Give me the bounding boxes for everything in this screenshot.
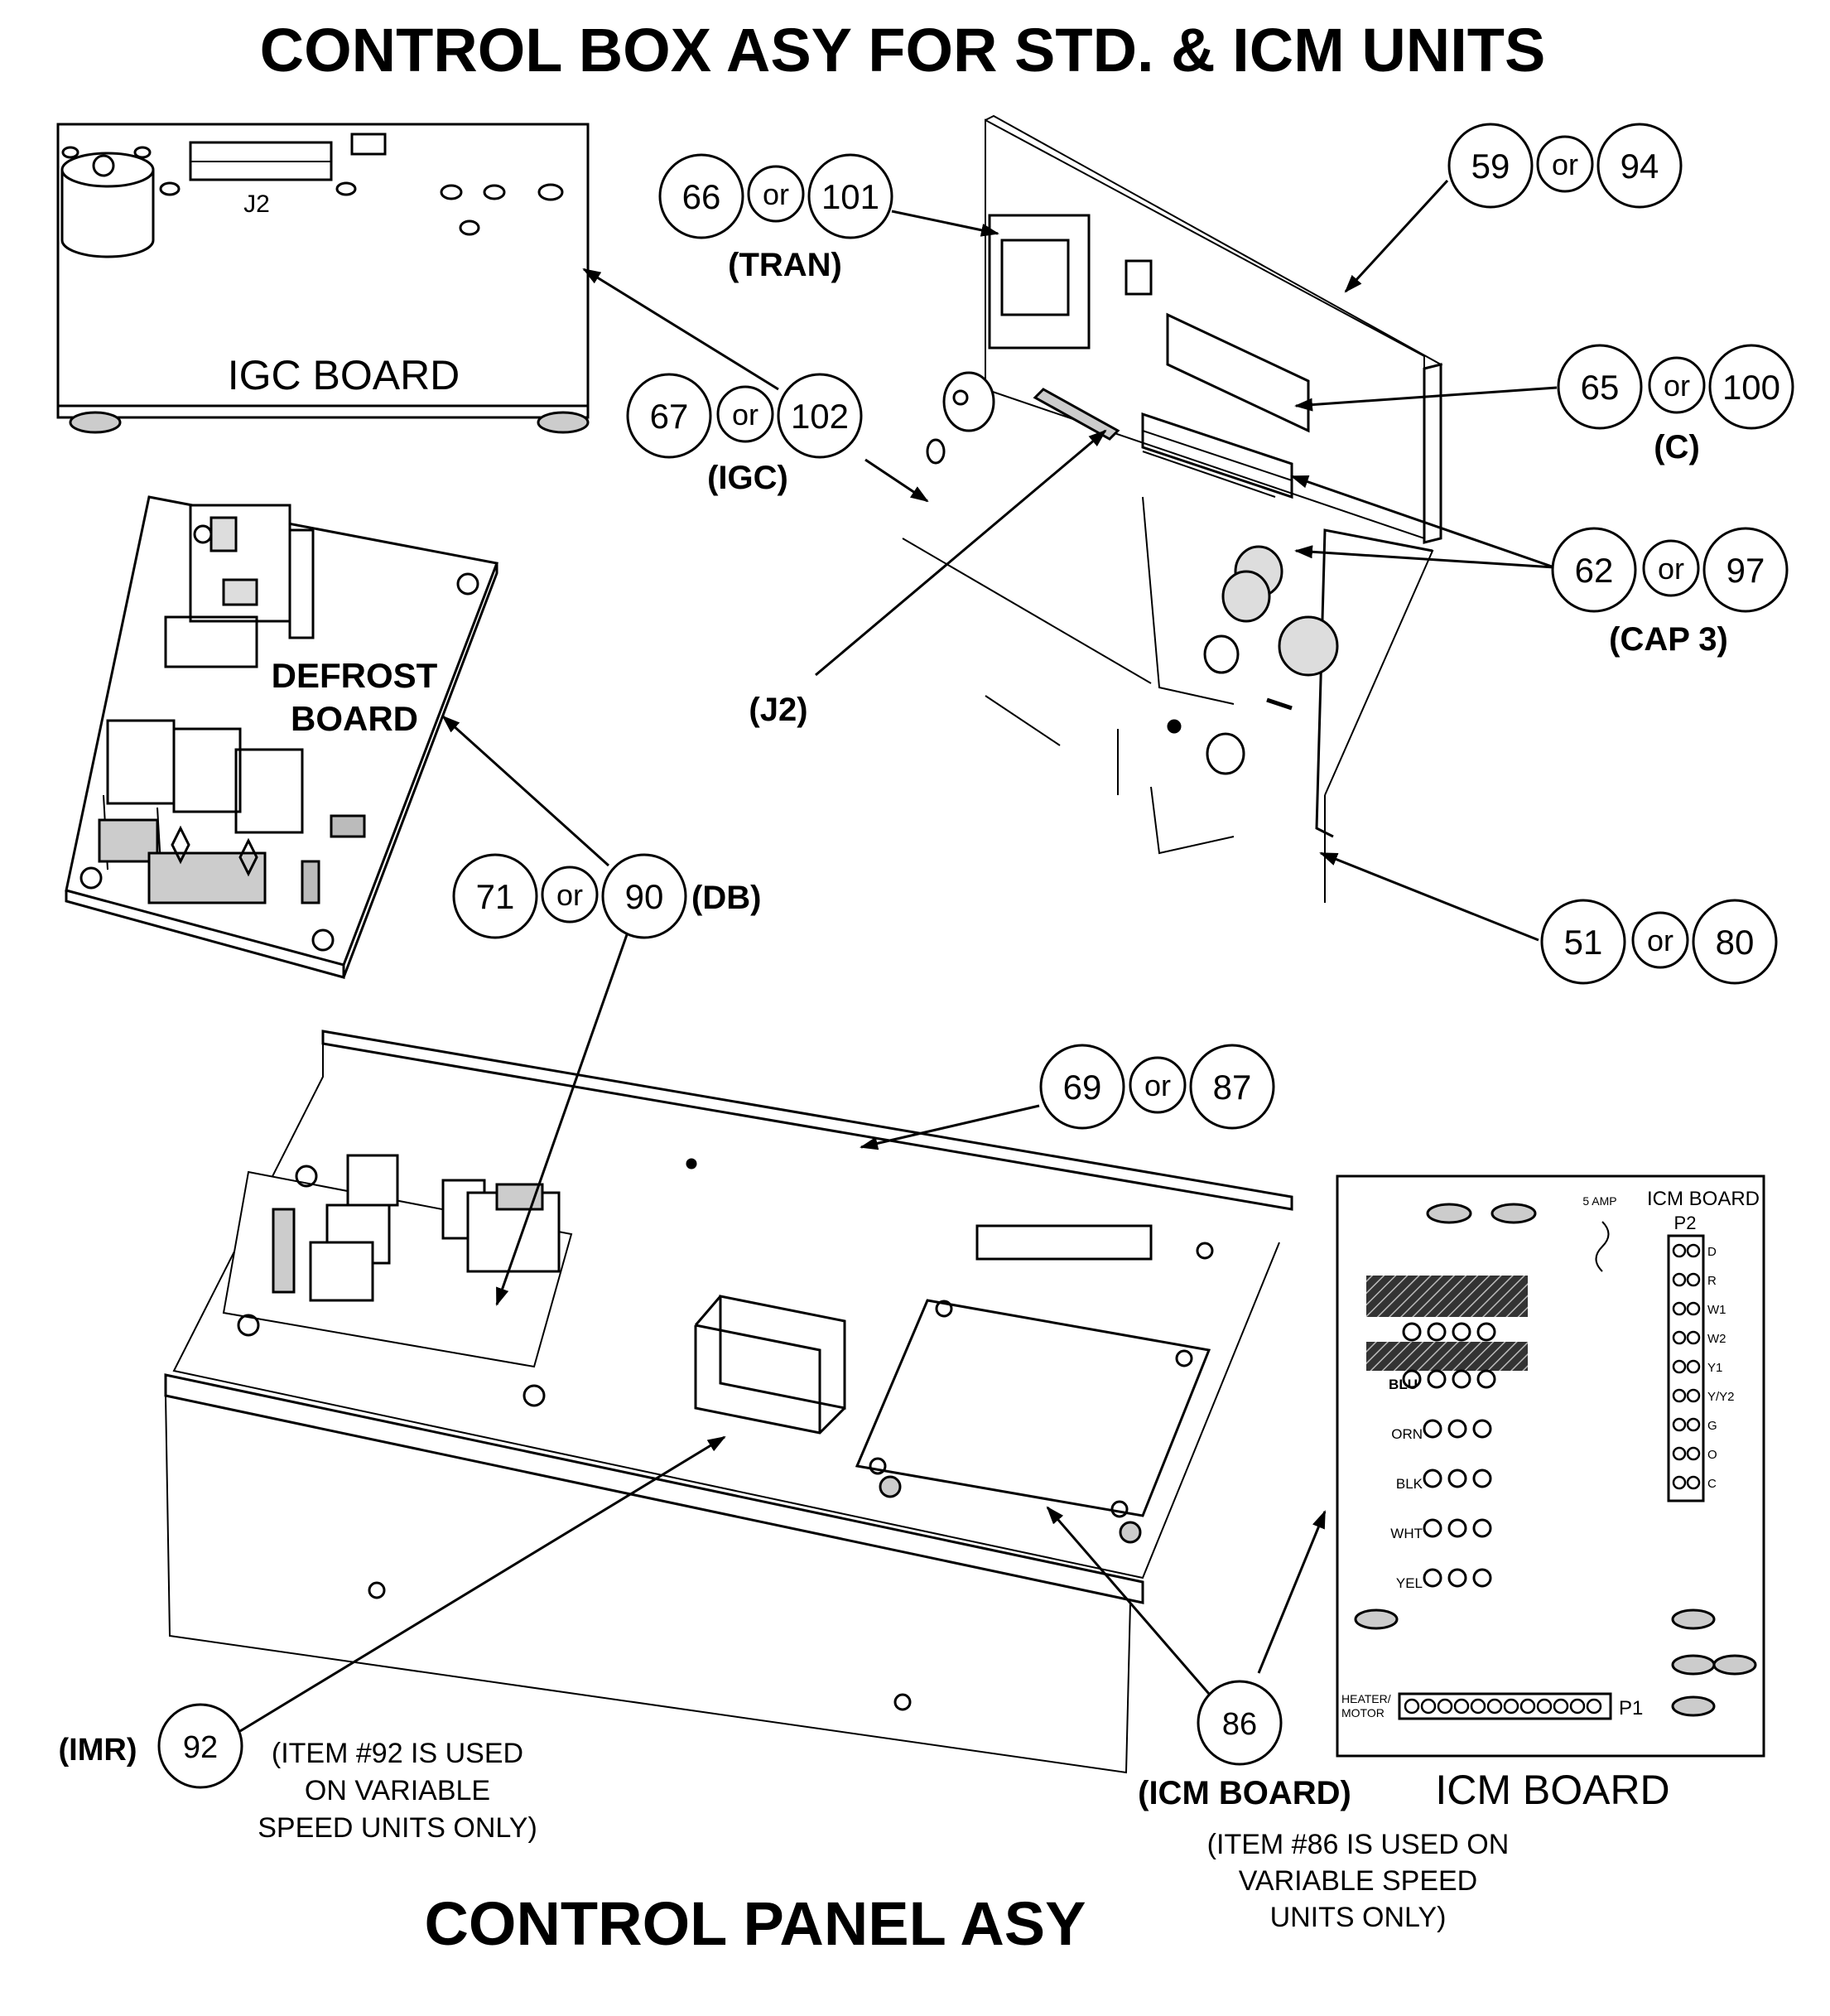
icm-terminal-label: C xyxy=(1707,1477,1717,1491)
callout-number: 100 xyxy=(1722,368,1780,407)
callout-note: (DB) xyxy=(691,880,761,916)
icm-tap-pins xyxy=(1402,1322,1496,1588)
callout-desc-2: VARIABLE SPEED xyxy=(1239,1865,1478,1897)
icm-p2-pins xyxy=(1672,1243,1701,1490)
callout-62-97: 62 or 97 (CAP 3) xyxy=(1551,527,1789,658)
icm-p1: P1 xyxy=(1619,1697,1643,1719)
icm-wire-label: YEL xyxy=(1396,1575,1423,1591)
bottom-title: CONTROL PANEL ASY xyxy=(424,1889,1086,1958)
callout-number: 90 xyxy=(625,877,664,916)
icm-wire-label: WHT xyxy=(1390,1526,1423,1541)
control-box xyxy=(902,114,1443,903)
igc-board-label: IGC BOARD xyxy=(228,352,460,398)
callout-or: or xyxy=(1664,369,1690,403)
callout-note: (TRAN) xyxy=(728,247,842,283)
callout-69-87: 69 or 87 xyxy=(1039,1044,1275,1130)
callout-number: 69 xyxy=(1063,1068,1102,1107)
control-panel xyxy=(164,1030,1293,1774)
icm-p1-pins xyxy=(1404,1698,1602,1715)
icm-caption: ICM BOARD xyxy=(1435,1767,1669,1813)
callout-or: or xyxy=(732,398,758,432)
callout-92: 92 (IMR) (ITEM #92 IS USED ON VARIABLE S… xyxy=(59,1703,537,1844)
callout-number: 86 xyxy=(1222,1707,1257,1742)
callout-number: 101 xyxy=(821,177,879,216)
callout-note: (C) xyxy=(1654,429,1700,465)
callout-desc-1: (ITEM #86 IS USED ON xyxy=(1207,1829,1510,1860)
callout-or: or xyxy=(763,177,789,211)
callout-number: 67 xyxy=(650,397,689,436)
callout-j2: (J2) xyxy=(749,692,807,728)
callout-66-101: 66 or 101 (TRAN) xyxy=(658,153,893,283)
callout-86: 86 (ICM BOARD) (ITEM #86 IS USED ON VARI… xyxy=(1138,1680,1510,1933)
callout-or: or xyxy=(556,878,583,912)
defrost-board xyxy=(65,495,499,979)
callout-note: (CAP 3) xyxy=(1609,621,1728,658)
callout-65-100: 65 or 100 (C) xyxy=(1557,344,1794,465)
callout-number: 97 xyxy=(1726,551,1765,590)
icm-wire-label: BLU xyxy=(1389,1377,1418,1392)
callout-59-94: 59 or 94 xyxy=(1447,123,1683,209)
callout-desc-3: UNITS ONLY) xyxy=(1270,1902,1447,1933)
icm-amp: 5 AMP xyxy=(1582,1194,1616,1208)
callout-or: or xyxy=(1144,1068,1171,1102)
callout-number: 59 xyxy=(1471,147,1510,186)
icm-wire-label: BLK xyxy=(1396,1476,1423,1492)
callout-desc-2: ON VARIABLE xyxy=(305,1775,490,1806)
callout-note: (IGC) xyxy=(707,460,788,496)
icm-heater-2: MOTOR xyxy=(1341,1706,1385,1719)
callout-number: 66 xyxy=(682,177,721,216)
icm-wire-label: ORN xyxy=(1391,1426,1423,1442)
icm-heater-1: HEATER/ xyxy=(1341,1692,1391,1705)
leader-lines xyxy=(239,179,1558,1733)
callout-desc-1: (ITEM #92 IS USED xyxy=(272,1738,523,1769)
icm-header: ICM BOARD xyxy=(1647,1188,1760,1210)
callout-71-90: 71 or 90 (DB) xyxy=(452,853,761,939)
callout-number: 80 xyxy=(1716,923,1755,962)
defrost-label-1: DEFROST xyxy=(272,656,438,695)
callout-51-80: 51 or 80 xyxy=(1540,899,1778,985)
callout-number: 87 xyxy=(1213,1068,1252,1107)
callout-number: 71 xyxy=(476,877,515,916)
icm-terminal-label: Y/Y2 xyxy=(1707,1390,1735,1404)
igc-j2-label: J2 xyxy=(243,191,270,218)
callout-67-102: 67 or 102 (IGC) xyxy=(626,373,863,496)
callout-or: or xyxy=(1552,147,1578,181)
icm-terminal-label: W2 xyxy=(1707,1332,1726,1346)
page-title: CONTROL BOX ASY FOR STD. & ICM UNITS xyxy=(260,16,1546,84)
callout-number: 51 xyxy=(1564,923,1603,962)
callout-desc-3: SPEED UNITS ONLY) xyxy=(258,1812,537,1844)
icm-board xyxy=(1336,1174,1765,1758)
icm-terminal-label: W1 xyxy=(1707,1303,1726,1317)
callout-number: 62 xyxy=(1575,551,1614,590)
callout-note: (ICM BOARD) xyxy=(1138,1775,1351,1811)
icm-terminal-label: O xyxy=(1707,1448,1717,1462)
igc-board xyxy=(56,123,590,434)
callout-or: or xyxy=(1647,924,1673,957)
callout-note: (IMR) xyxy=(59,1733,137,1768)
icm-wire-labels: BLU ORN BLK WHT YEL xyxy=(1389,1377,1423,1591)
icm-terminal-label: R xyxy=(1707,1274,1717,1288)
defrost-label-2: BOARD xyxy=(291,699,418,738)
icm-terminal-label: D xyxy=(1707,1245,1717,1259)
callout-number: 94 xyxy=(1621,147,1659,186)
icm-terminal-label: G xyxy=(1707,1419,1717,1433)
callout-number: 92 xyxy=(183,1730,218,1765)
callout-number: 102 xyxy=(791,397,849,436)
icm-terminal-labels: D R W1 W2 Y1 Y/Y2 G O C xyxy=(1707,1245,1735,1491)
callout-number: 65 xyxy=(1581,368,1620,407)
callout-or: or xyxy=(1658,552,1684,586)
icm-p2: P2 xyxy=(1674,1213,1697,1233)
icm-terminal-label: Y1 xyxy=(1707,1361,1722,1375)
